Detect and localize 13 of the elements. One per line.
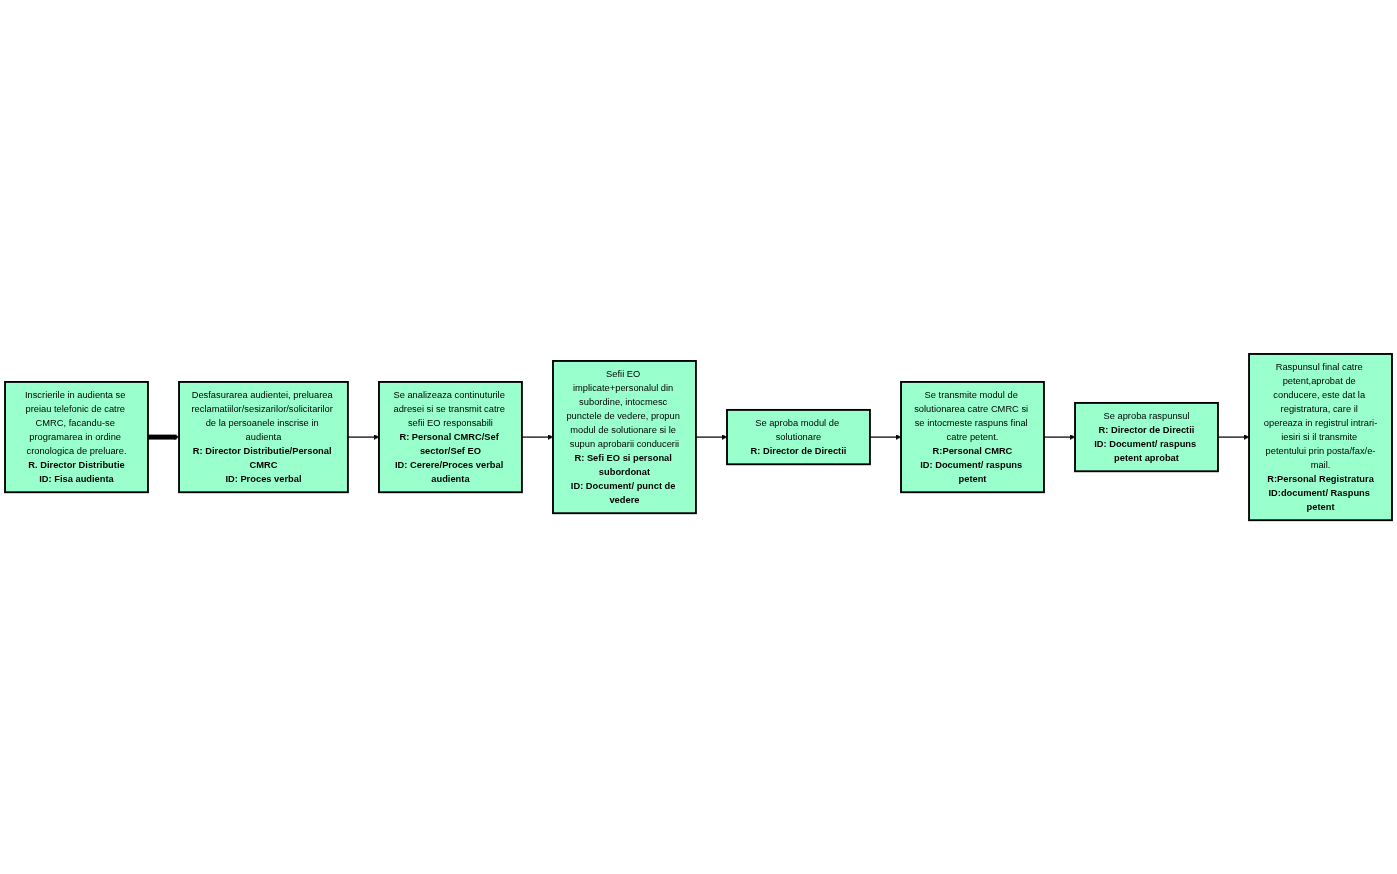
node-box: Raspunsul final catre petent,aprobat de conducere, este dat la registratura, care il opereaza in registrul intrari-iesiri si il transmite petentului prin posta/fax/e-mail. R:Personal Registratura ID:document/ Raspuns petent xyxy=(1248,352,1393,522)
arrow xyxy=(695,434,728,440)
arrow xyxy=(1043,434,1076,440)
node-box: Se aproba modul de solutionare R: Director de Directii xyxy=(726,408,871,466)
arrow xyxy=(147,434,180,440)
node-box: Inscrierile in audienta se preiau telefonic de catre CMRC, facandu-se programarea in ordine cronologica de preluare. R. Director Distributie ID: Fisa audienta xyxy=(4,380,149,494)
arrow xyxy=(1217,434,1250,440)
node-box: Se analizeaza continuturile adresei si se transmit catre sefii EO responsabili R: Personal CMRC/Sef sector/Sef EO ID: Cerere/Proces verbal audienta xyxy=(378,380,523,494)
node-box: Se aproba raspunsul R: Director de Directii ID: Document/ raspuns petent aprobat xyxy=(1074,401,1219,473)
node-box: Desfasurarea audientei, preluarea reclamatiilor/sesizarilor/solicitarilor de la persoanele inscrise in audienta R: Director Distributie/Personal CMRC ID: Proces verbal xyxy=(178,380,349,494)
arrow xyxy=(869,434,902,440)
node-box: Sefii EO implicate+personalul din subordine, intocmesc punctele de vedere, propun modul de solutionare si le supun aprobarii conducerii R: Sefi EO si personal subordonat ID: Document/ punct de vedere xyxy=(552,359,697,515)
node-box: Se transmite modul de solutionarea catre CMRC si se intocmeste raspuns final catre petent. R:Personal CMRC ID: Document/ raspuns petent xyxy=(900,380,1045,494)
